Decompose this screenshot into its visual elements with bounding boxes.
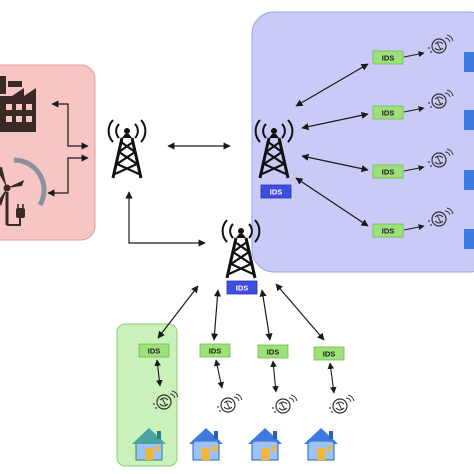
svg-text:IDS: IDS [236, 284, 249, 293]
ids-badge-home-tower: IDS [226, 280, 258, 295]
cell-tower-icon [107, 118, 147, 180]
home-links [157, 283, 325, 341]
home-ids-group: IDS IDS IDS IDS [138, 343, 345, 361]
house-icon [132, 428, 166, 461]
factory-icon [0, 76, 36, 132]
tower-links [125, 142, 231, 247]
svg-text:IDS: IDS [382, 227, 395, 236]
house-icon [188, 427, 224, 461]
svg-text:IDS: IDS [209, 347, 222, 356]
ids-box: IDS [372, 223, 404, 238]
svg-text:IDS: IDS [382, 168, 395, 177]
ids-box: IDS [257, 344, 289, 359]
ids-box: IDS [313, 346, 345, 361]
ids-box: IDS [372, 50, 404, 65]
house-icon-partial [464, 52, 474, 249]
svg-text:IDS: IDS [270, 188, 283, 197]
ids-box: IDS [138, 343, 170, 358]
ids-badge-substation: IDS [260, 184, 292, 199]
ids-box: IDS [199, 343, 231, 358]
house-icon [303, 427, 339, 461]
wind-turbine-icon [0, 157, 47, 226]
smart-meter-icon [271, 394, 298, 414]
plant-links [47, 100, 89, 197]
power-plant-zone [0, 64, 96, 241]
substation-zone [251, 11, 474, 273]
smart-meter-icon [216, 393, 243, 413]
ids-box: IDS [372, 164, 404, 179]
svg-text:IDS: IDS [267, 348, 280, 357]
house-icon [247, 427, 283, 461]
svg-text:IDS: IDS [148, 347, 161, 356]
svg-text:IDS: IDS [382, 109, 395, 118]
substation-ids-group: IDS IDS IDS IDS [295, 34, 474, 249]
svg-text:IDS: IDS [323, 350, 336, 359]
ids-box: IDS [372, 105, 404, 120]
home-meter-links [154, 359, 337, 394]
smart-meter-icon [328, 394, 355, 414]
svg-text:IDS: IDS [382, 54, 395, 63]
